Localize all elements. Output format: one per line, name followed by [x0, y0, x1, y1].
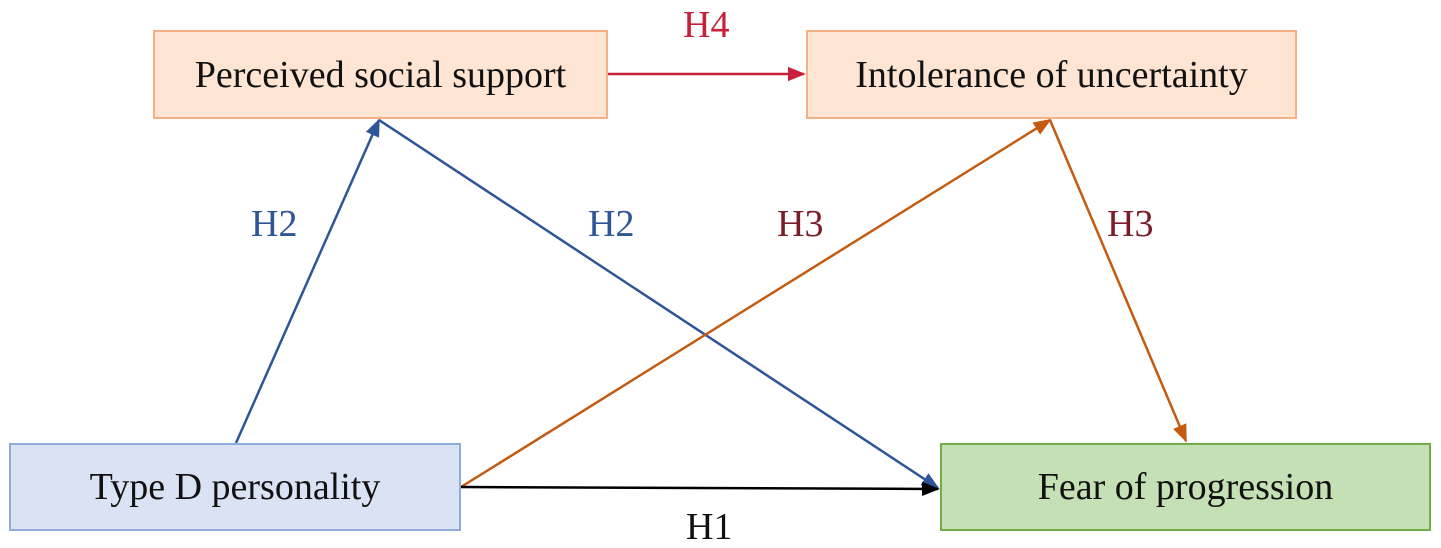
node-label: Intolerance of uncertainty: [855, 53, 1248, 96]
arrow-h3-a: [460, 118, 1052, 489]
path-label-h3-b: H3: [1107, 203, 1154, 245]
path-label-h2-a: H2: [251, 203, 298, 245]
node-perceived-social-support: Perceived social support: [153, 30, 608, 119]
node-fear-of-progression: Fear of progression: [940, 443, 1431, 531]
path-label-h1: H1: [686, 506, 733, 548]
node-intolerance-of-uncertainty: Intolerance of uncertainty: [806, 30, 1297, 119]
node-label: Type D personality: [89, 466, 381, 508]
path-label-h2-b: H2: [588, 203, 635, 245]
path-label-h4: H4: [683, 4, 730, 46]
arrow-h2-b: [378, 118, 940, 490]
arrow-h1: [460, 481, 940, 497]
node-label: Fear of progression: [1037, 466, 1334, 508]
arrow-h2-a: [234, 118, 381, 444]
node-label: Perceived social support: [194, 53, 567, 96]
path-label-h3-a: H3: [777, 203, 824, 245]
arrow-h3-b: [1048, 119, 1188, 443]
node-type-d-personality: Type D personality: [9, 443, 461, 531]
